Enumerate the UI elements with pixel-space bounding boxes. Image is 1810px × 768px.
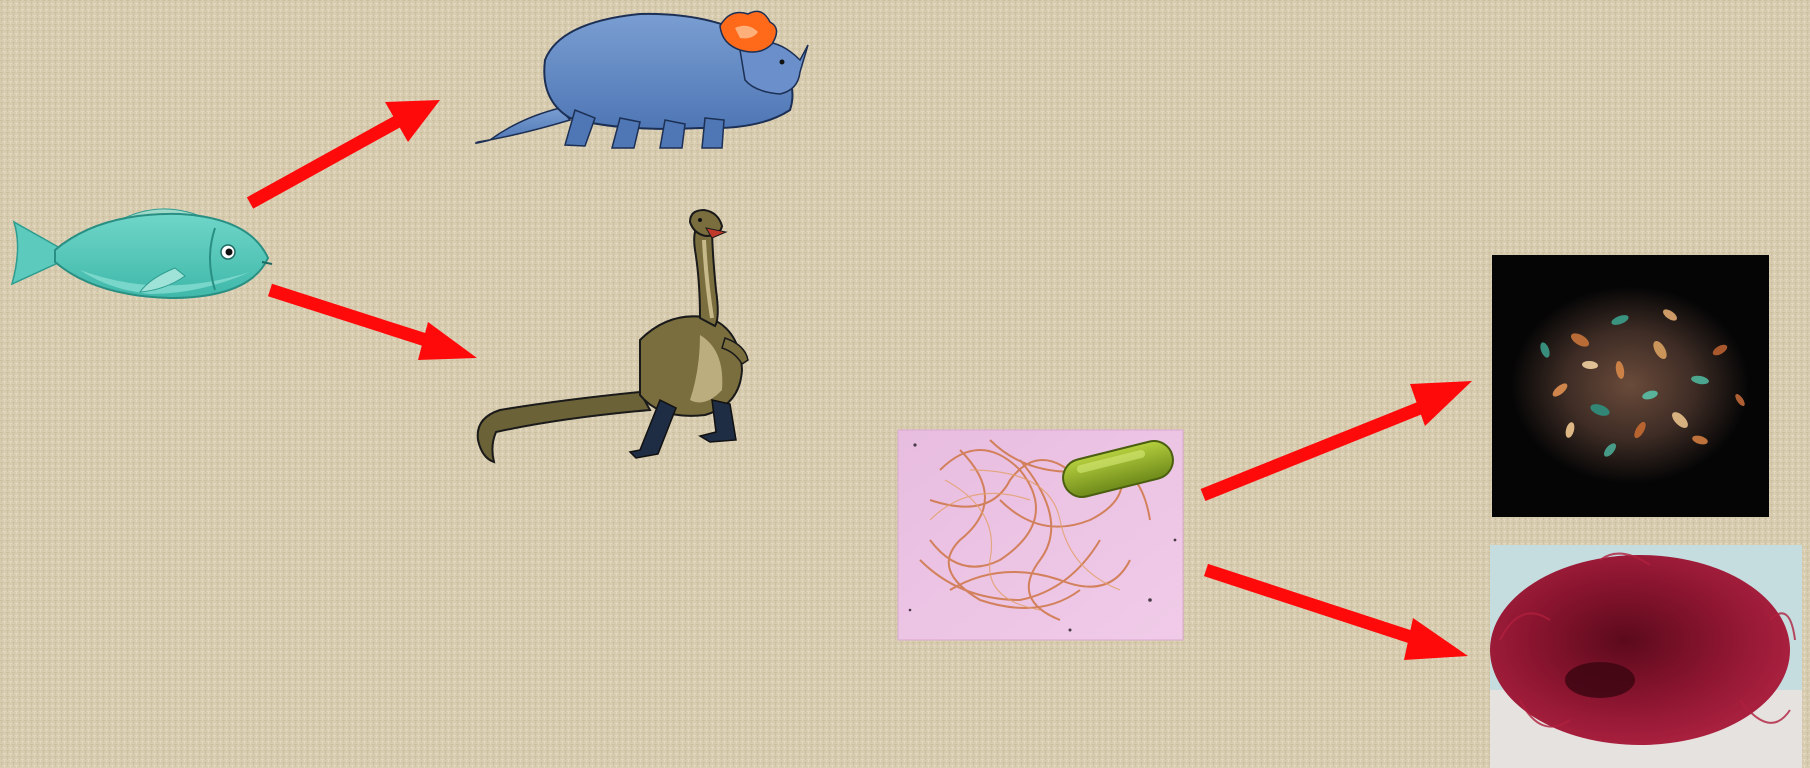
red-filamentous-mass-photo	[1490, 545, 1802, 768]
flagellated-bacterium-micrograph	[898, 430, 1183, 640]
bacterial-colony-micrograph	[1492, 255, 1769, 517]
